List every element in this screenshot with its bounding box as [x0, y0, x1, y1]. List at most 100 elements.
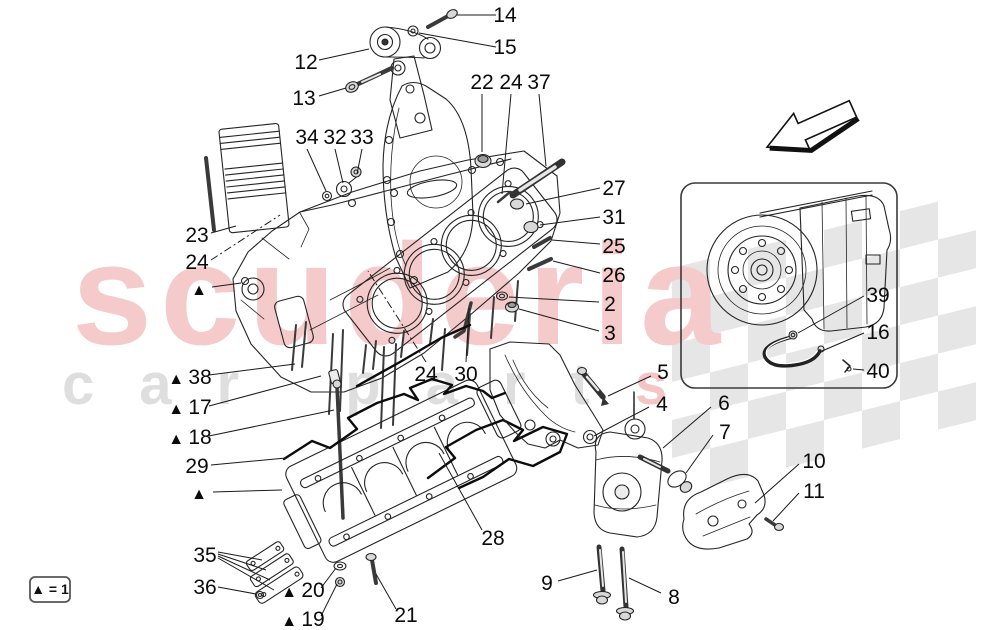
callout-15: 15	[493, 36, 516, 59]
leader-line-38	[208, 363, 296, 376]
stud-24-target	[496, 190, 512, 204]
callout-tri-b: ▲	[191, 486, 207, 503]
washer-20	[333, 561, 347, 571]
bracket-4	[489, 341, 604, 449]
checker-cell	[710, 363, 748, 411]
checker-cell	[786, 268, 824, 316]
checker-cell	[672, 410, 710, 458]
callout-7: 7	[719, 421, 731, 444]
checker-cell	[824, 220, 862, 269]
leader-line-27	[525, 187, 601, 205]
checker-cell	[824, 296, 862, 345]
engine-mount-6	[593, 391, 663, 538]
callout-9: 9	[541, 572, 553, 595]
checker-cell	[862, 249, 900, 297]
callout-34: 34	[295, 126, 319, 149]
watermark-carparts: car parts	[62, 352, 712, 417]
callout-5: 5	[657, 361, 669, 384]
leader-line-35	[217, 557, 275, 591]
bellhousing-outline	[382, 81, 474, 289]
leader-line-25	[551, 239, 601, 245]
callout-17: ▲ 17	[168, 396, 211, 419]
leader-line-7	[685, 434, 714, 474]
upper-engine-mount	[369, 26, 442, 139]
leader-line-3	[518, 308, 600, 332]
cap-22	[474, 153, 492, 169]
callout-37: 37	[527, 71, 550, 94]
leader-line-5	[607, 375, 652, 397]
callout-6: 6	[718, 392, 730, 415]
watermark-scuderia: scuderia	[72, 214, 728, 375]
callout-23: 23	[185, 224, 208, 247]
leader-line-19	[320, 583, 338, 617]
callout-35: 35	[193, 544, 216, 567]
leader-line-6	[662, 406, 712, 449]
leader-line-13	[318, 87, 347, 97]
stud-23	[204, 156, 216, 232]
leader-line-24b	[210, 214, 281, 261]
checker-cell	[862, 401, 900, 449]
checker-cell	[786, 420, 824, 468]
leader-line-tri-a	[211, 282, 242, 288]
checker-cell	[710, 287, 748, 335]
leader-line-29	[210, 457, 287, 466]
leader-line-36	[217, 586, 257, 595]
checker-cell	[748, 315, 786, 364]
transmission-inset-art	[706, 190, 892, 373]
ring-2	[495, 291, 509, 301]
bolt-9	[592, 544, 612, 605]
callout-4: 4	[656, 393, 668, 416]
leader-line-28	[438, 452, 483, 531]
leader-line-24a	[501, 93, 512, 195]
checker-cell	[938, 306, 976, 354]
checker-cell	[900, 277, 938, 326]
leader-line-tri-b	[212, 489, 283, 493]
callout-24c: 24	[414, 363, 438, 386]
callout-24b: 24	[185, 251, 209, 274]
callout-19: ▲ 19	[281, 608, 324, 630]
leader-line-26	[552, 260, 601, 274]
checker-cell	[938, 382, 976, 430]
pin-25	[532, 236, 552, 249]
bolt-21	[365, 552, 378, 585]
leader-line-16	[821, 332, 865, 352]
callout-33: 33	[350, 126, 373, 149]
inset-box	[680, 182, 898, 389]
callout-25: 25	[602, 235, 625, 258]
leader-line-10	[754, 463, 800, 504]
callout-16: 16	[866, 321, 889, 344]
callout-18: ▲ 18	[168, 426, 211, 449]
callout-11: 11	[803, 480, 825, 503]
leader-line-2	[508, 296, 600, 303]
plug-3	[504, 301, 520, 313]
leader-line-35	[217, 555, 271, 581]
checker-cell	[862, 325, 900, 373]
callout-36: 36	[193, 576, 216, 599]
callout-24a: 24	[499, 71, 523, 94]
gasket-29	[282, 377, 507, 461]
callout-32: 32	[323, 126, 346, 149]
callout-27: 27	[602, 177, 625, 200]
bedplate	[283, 379, 522, 563]
callout-38: ▲ 38	[168, 366, 211, 389]
checker-cell	[938, 230, 976, 278]
nut-19	[334, 576, 346, 588]
bolt-34	[321, 190, 333, 202]
leader-line-23	[210, 225, 237, 234]
leader-line-37	[538, 93, 547, 167]
leader-line-12	[318, 48, 370, 61]
leader-line-18	[208, 409, 335, 437]
bolt-7	[637, 454, 693, 493]
callout-39: 39	[866, 284, 889, 307]
callout-14: 14	[493, 4, 517, 27]
callout-26: 26	[602, 264, 625, 287]
bolt-11	[764, 517, 785, 532]
leader-line-34	[306, 148, 327, 192]
callout-2: 2	[604, 293, 616, 316]
legend-label: ▲ = 1	[31, 581, 69, 597]
direction-arrow-icon	[765, 99, 860, 153]
callout-10: 10	[802, 450, 825, 473]
bolt-36	[255, 590, 265, 600]
leader-line-30	[465, 307, 470, 363]
